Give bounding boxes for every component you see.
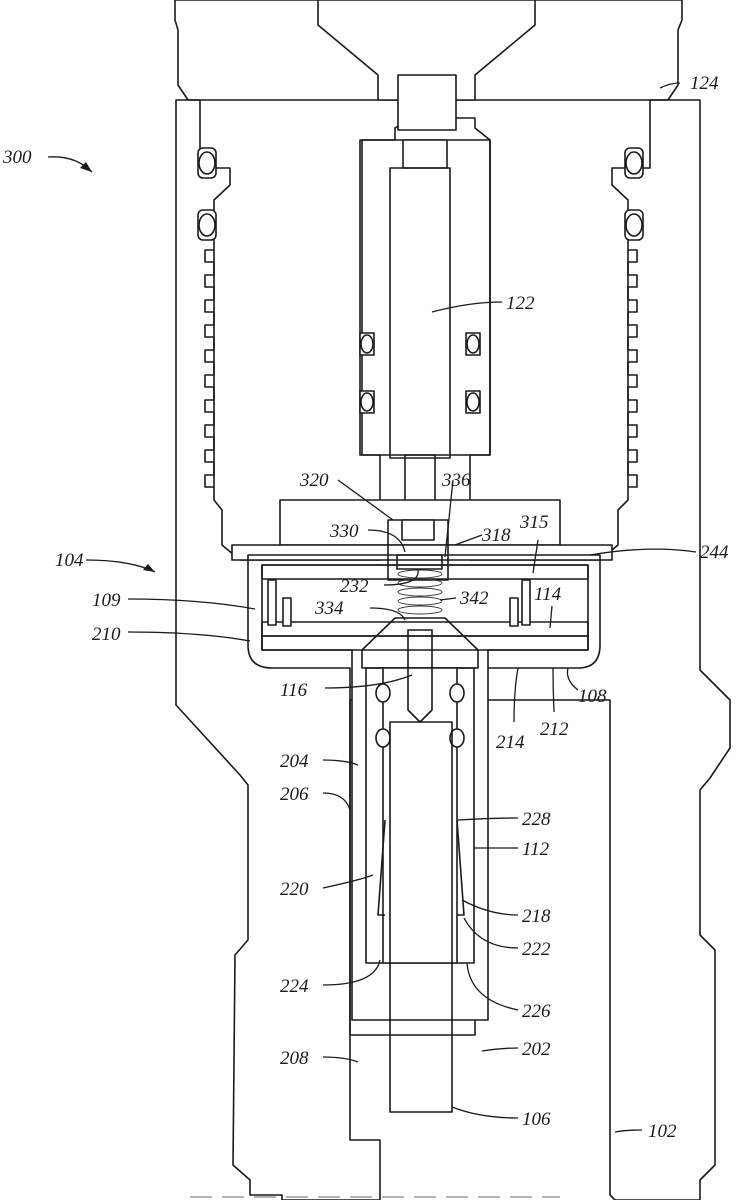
label-122: 122 xyxy=(506,293,535,314)
label-210: 210 xyxy=(92,624,121,645)
label-244: 244 xyxy=(700,542,729,563)
screw-116 xyxy=(407,629,433,723)
label-336: 336 xyxy=(441,470,471,491)
label-108: 108 xyxy=(578,686,607,707)
label-228: 228 xyxy=(522,809,551,830)
label-214: 214 xyxy=(496,732,525,753)
label-114: 114 xyxy=(534,584,562,605)
label-202: 202 xyxy=(522,1039,551,1060)
rod-122 xyxy=(389,167,451,521)
reference-labels: 300 124 122 320 336 330 318 315 244 104 … xyxy=(2,73,729,1142)
label-315: 315 xyxy=(519,512,549,533)
label-330: 330 xyxy=(329,521,359,542)
label-112: 112 xyxy=(522,839,550,860)
label-222: 222 xyxy=(522,939,551,960)
label-109: 109 xyxy=(92,590,121,611)
label-220: 220 xyxy=(280,879,309,900)
spring-342 xyxy=(397,569,443,615)
label-102: 102 xyxy=(648,1121,677,1142)
label-300: 300 xyxy=(2,147,32,168)
label-232: 232 xyxy=(340,576,369,597)
label-320: 320 xyxy=(299,470,329,491)
label-212: 212 xyxy=(540,719,569,740)
label-106: 106 xyxy=(522,1109,551,1130)
tube-112 xyxy=(365,667,475,964)
upper-fitting-124 xyxy=(174,0,683,561)
label-204: 204 xyxy=(280,751,309,772)
label-224: 224 xyxy=(280,976,309,997)
label-226: 226 xyxy=(522,1001,551,1022)
label-208: 208 xyxy=(280,1048,309,1069)
label-116: 116 xyxy=(280,680,308,701)
label-124: 124 xyxy=(690,73,719,94)
label-318: 318 xyxy=(481,525,511,546)
label-218: 218 xyxy=(522,906,551,927)
leader-lines xyxy=(47,82,697,1133)
label-342: 342 xyxy=(459,588,489,609)
label-206: 206 xyxy=(280,784,309,805)
inner-sleeve xyxy=(359,139,491,456)
probe-106 xyxy=(377,721,465,1113)
spring-assembly xyxy=(361,519,479,669)
label-104: 104 xyxy=(55,550,84,571)
label-334: 334 xyxy=(314,598,344,619)
